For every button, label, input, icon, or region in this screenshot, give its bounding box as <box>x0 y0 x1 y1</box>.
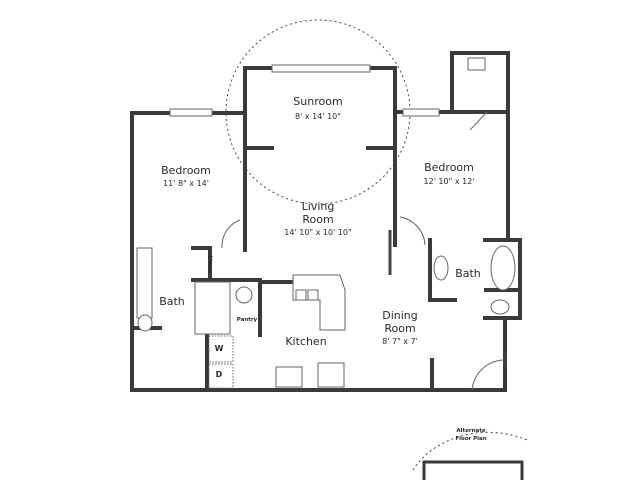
alternate-label-1: Alternate <box>456 428 486 434</box>
living-dims: 14' 10" x 10' 10" <box>284 228 352 237</box>
linen-label: Linen <box>206 255 213 273</box>
alternate-label-2: Floor Plan <box>455 436 487 442</box>
bedroom-right-label: Bedroom <box>424 161 474 174</box>
dining-label-1: Dining <box>382 309 418 322</box>
sunroom-label: Sunroom <box>293 95 343 108</box>
living-label-2: Room <box>302 213 334 226</box>
alternate-plan-arc <box>412 431 528 471</box>
fixtures <box>136 57 516 391</box>
sunroom-dims: 8' x 14' 10" <box>295 112 341 121</box>
kitchen-label: Kitchen <box>285 335 327 348</box>
bedroom-left-dims: 11' 8" x 14' <box>163 179 209 188</box>
bedroom-left-label: Bedroom <box>161 164 211 177</box>
bath-left-label: Bath <box>159 295 185 308</box>
living-label-1: Living <box>301 200 335 213</box>
dining-dims: 8' 7" x 7' <box>382 337 418 346</box>
washer-label: W <box>214 344 224 353</box>
bedroom-right-dims: 12' 10" x 12' <box>423 177 475 186</box>
dryer-label: D <box>215 370 223 379</box>
alternate-walls <box>422 460 524 480</box>
pantry-label: Pantry <box>236 317 258 323</box>
bath-right-label: Bath <box>455 267 481 280</box>
dining-label-2: Room <box>384 322 416 335</box>
